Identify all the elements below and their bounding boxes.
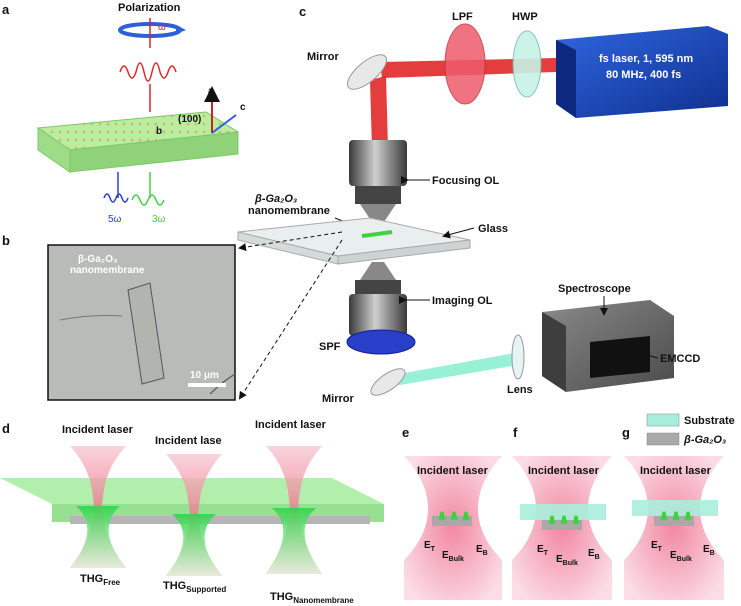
ga2o3-layer-e bbox=[432, 516, 472, 526]
fs-laser-box bbox=[556, 26, 728, 118]
polarization-label: Polarization bbox=[118, 2, 181, 14]
scale-bar bbox=[188, 383, 226, 387]
sample-label-line1: β-Ga₂O₃ bbox=[254, 193, 297, 205]
third-harmonic-label: 3ω bbox=[152, 214, 166, 225]
focusing-objective bbox=[349, 140, 407, 186]
sample-label-line2: nanomembrane bbox=[248, 205, 330, 217]
axis-b-label: b bbox=[156, 126, 162, 137]
svg-text:EBulk: EBulk bbox=[556, 554, 578, 567]
svg-text:EB: EB bbox=[588, 548, 600, 561]
mirror-bottom-label: Mirror bbox=[322, 393, 355, 405]
panel-e: e Incident laser ET EBulk EB bbox=[402, 425, 502, 600]
incident-label-3: Incident laser bbox=[255, 419, 327, 431]
mirror-top-label: Mirror bbox=[307, 51, 340, 63]
legend-substrate-swatch bbox=[646, 413, 680, 427]
fundamental-wave-packet bbox=[119, 62, 177, 82]
panel-label-d: d bbox=[2, 421, 10, 436]
lpf-filter bbox=[444, 23, 486, 105]
mirror-top bbox=[347, 54, 387, 90]
svg-text:EBulk: EBulk bbox=[670, 550, 692, 563]
incident-label-f: Incident laser bbox=[528, 465, 600, 477]
plane-100-label: (100) bbox=[178, 114, 201, 125]
incident-label-e: Incident laser bbox=[417, 465, 489, 477]
svg-text:EB: EB bbox=[476, 544, 488, 557]
substrate-layer-f bbox=[520, 504, 606, 520]
incident-label-1: Incident laser bbox=[62, 424, 134, 436]
hwp-label: HWP bbox=[512, 11, 538, 23]
panel-f: f Incident laser ET EBulk EB bbox=[512, 425, 612, 600]
beam-supported bbox=[166, 454, 222, 576]
laser-spec-line2: 80 MHz, 400 fs bbox=[606, 69, 681, 81]
emccd-camera bbox=[590, 336, 650, 378]
ga2o3-layer bbox=[70, 516, 370, 524]
svg-text:ET: ET bbox=[651, 540, 663, 553]
panel-g: g Incident laser ET EBulk EB bbox=[622, 425, 724, 600]
spectroscope-label: Spectroscope bbox=[558, 283, 631, 295]
imaging-objective bbox=[349, 294, 407, 336]
panel-label-c: c bbox=[299, 4, 306, 19]
svg-text:EBulk: EBulk bbox=[442, 550, 464, 563]
lens-label: Lens bbox=[507, 384, 533, 396]
emccd-label: EMCCD bbox=[660, 353, 700, 365]
thg-nanomembrane-label: THGNanomembrane bbox=[270, 591, 354, 605]
thg-beam bbox=[388, 352, 524, 386]
lpf-label: LPF bbox=[452, 11, 473, 23]
panel-label-f: f bbox=[513, 425, 518, 440]
ga2o3-layer-g bbox=[654, 516, 694, 526]
thg-free-label: THGFree bbox=[80, 573, 121, 587]
glass-label: Glass bbox=[478, 223, 508, 235]
mirror-bottom bbox=[370, 368, 406, 396]
legend-ga2o3-label: β-Ga₂O₃ bbox=[683, 434, 726, 446]
panel-c: c fs laser, 1, 595 nm 80 MHz, 400 fs LPF… bbox=[237, 4, 728, 405]
omega-label: ω bbox=[158, 22, 166, 33]
legend: Substrate β-Ga₂O₃ bbox=[646, 413, 735, 446]
panel-label-a: a bbox=[2, 2, 10, 17]
panel-label-e: e bbox=[402, 425, 409, 440]
panel-b: b β-Ga₂O₃ nanomembrane 10 μm bbox=[2, 233, 236, 401]
nanomembrane-flake bbox=[127, 282, 165, 385]
substrate-layer-g bbox=[632, 500, 718, 516]
panel-label-g: g bbox=[622, 425, 630, 440]
thg-supported-label: THGSupported bbox=[163, 580, 226, 594]
scale-bar-label: 10 μm bbox=[190, 370, 219, 381]
svg-text:ET: ET bbox=[424, 540, 436, 553]
panel-label-b: b bbox=[2, 233, 10, 248]
ga2o3-layer-f bbox=[542, 520, 582, 530]
panel-a: a Polarization ω a c b (100) 5ω 3ω bbox=[2, 2, 246, 225]
laser-spec-line1: fs laser, 1, 595 nm bbox=[599, 53, 693, 65]
beam-free bbox=[70, 446, 126, 568]
spf-label: SPF bbox=[319, 341, 341, 353]
fifth-harmonic-wave bbox=[103, 193, 129, 203]
svg-text:ET: ET bbox=[537, 544, 549, 557]
hwp-plate bbox=[512, 30, 542, 98]
axis-c-label: c bbox=[240, 102, 246, 113]
axis-a-label: a bbox=[208, 86, 214, 97]
legend-substrate-label: Substrate bbox=[684, 415, 735, 427]
laser-beam-vertical bbox=[370, 76, 388, 150]
legend-ga2o3-swatch bbox=[646, 432, 680, 446]
focusing-ol-label: Focusing OL bbox=[432, 175, 500, 187]
imaging-ol-label: Imaging OL bbox=[432, 295, 493, 307]
lens bbox=[511, 334, 525, 380]
beam-nanomembrane bbox=[266, 446, 322, 574]
incident-label-g: Incident laser bbox=[640, 465, 712, 477]
third-harmonic-wave bbox=[131, 194, 165, 206]
panel-d: d Incident laser Incident lase Incident … bbox=[0, 419, 384, 605]
spf-filter bbox=[346, 329, 416, 355]
sem-label-line2: nanomembrane bbox=[70, 265, 145, 276]
fifth-harmonic-label: 5ω bbox=[108, 214, 122, 225]
sem-label-line1: β-Ga₂O₃ bbox=[78, 254, 118, 265]
incident-label-2: Incident lase bbox=[155, 435, 222, 447]
rotation-arrow-icon bbox=[176, 25, 186, 34]
svg-text:EB: EB bbox=[703, 544, 715, 557]
